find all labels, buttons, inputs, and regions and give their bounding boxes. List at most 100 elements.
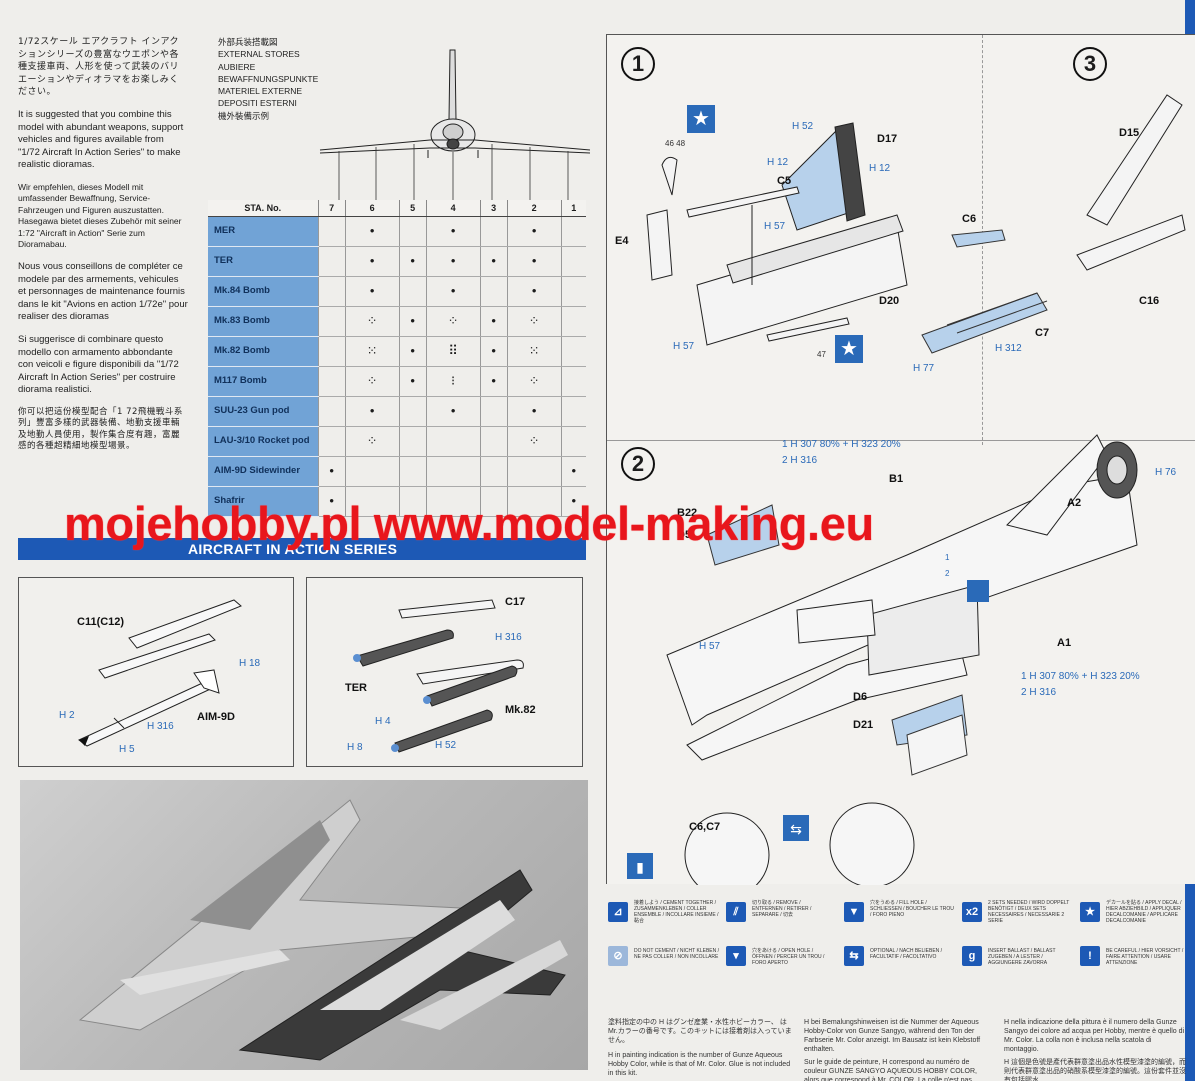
store-cell: [506, 456, 561, 487]
part-c16: C16: [1139, 295, 1160, 307]
store-name: TER: [208, 246, 318, 277]
store-cell: •: [425, 276, 480, 307]
paint-mix-1b: 2 H 316: [782, 455, 818, 466]
note-fr-text: Sur le guide de peinture, H correspond a…: [804, 1059, 977, 1081]
color-h12: H 12: [767, 157, 789, 168]
stores-row: Mk.83 Bomb⁘•⁘•⁘: [208, 306, 586, 337]
store-cell: [560, 426, 586, 457]
store-name: LAU-3/10 Rocket pod: [208, 426, 318, 457]
legend-optional: OPTIONAL / NACH BELIEBEN / FACULTATIF / …: [870, 948, 943, 960]
part-ter: TER: [345, 682, 367, 694]
step-1-number: 1: [621, 47, 655, 81]
store-cell: [560, 216, 586, 247]
stores-header-line: AUBIERE: [218, 61, 256, 72]
store-cell: •: [317, 486, 346, 517]
store-cell: [479, 456, 508, 487]
store-cell: •: [344, 396, 399, 427]
store-cell: ⁘: [344, 306, 399, 337]
stores-row: Mk.82 Bomb⁙•⠿•⁙: [208, 336, 586, 367]
careful-icon: !: [1080, 946, 1100, 966]
note-de-fr: H bei Bemalungshinweisen ist die Nummer …: [804, 1018, 994, 1081]
store-cell: •: [398, 366, 427, 397]
store-cell: •: [479, 366, 508, 397]
station-col: 1: [560, 200, 586, 217]
fill-hole-icon: ▼: [844, 902, 864, 922]
divider: [607, 440, 1195, 441]
store-cell: ⁘: [344, 366, 399, 397]
store-cell: [398, 426, 427, 457]
store-cell: [317, 426, 346, 457]
store-cell: [317, 396, 346, 427]
assembly-panel: 1 ★ ★: [606, 34, 1195, 885]
store-cell: ⁘: [506, 306, 561, 337]
intro-it: Si suggerisce di combinare questo modell…: [18, 333, 179, 396]
store-cell: ⠿: [425, 336, 480, 367]
aim9d-diagram: [78, 599, 242, 747]
decal-47: 47: [817, 350, 826, 359]
svg-text:▮: ▮: [636, 860, 644, 876]
station-col: 7: [317, 200, 346, 217]
part-aim9d: AIM-9D: [197, 711, 235, 723]
store-cell: ⁘: [506, 426, 561, 457]
store-name: Mk.84 Bomb: [208, 276, 318, 307]
step-1-diagram: ★ ★: [646, 94, 1186, 363]
stores-header-line: EXTERNAL STORES: [218, 49, 300, 60]
color-h52: H 52: [792, 121, 814, 132]
part-b1: B1: [889, 473, 904, 485]
legend-ballast: INSERT BALLAST / BALLAST ZUGEBEN / A LES…: [988, 948, 1056, 966]
part-a1: A1: [1057, 637, 1072, 649]
store-cell: •: [317, 456, 346, 487]
part-d5: D5: [677, 529, 692, 541]
svg-text:★: ★: [840, 336, 858, 360]
store-name: Mk.83 Bomb: [208, 306, 318, 337]
watermark-text: mojehobby.pl www.model-making.eu: [64, 497, 874, 550]
note-en-text: H in painting indication is the number o…: [608, 1052, 791, 1077]
store-cell: [317, 216, 346, 247]
store-cell: [317, 276, 346, 307]
stores-row: AIM-9D Sidewinder••: [208, 456, 586, 487]
store-cell: •: [506, 216, 561, 247]
store-cell: [560, 306, 586, 337]
part-b22: B22: [677, 507, 698, 519]
store-cell: [317, 246, 346, 277]
no-cement-icon: ⊘: [608, 946, 628, 966]
svg-text:⇆: ⇆: [790, 822, 802, 838]
store-cell: ⁝: [425, 366, 480, 397]
color-h52: H 52: [435, 740, 457, 751]
ter-diagram: [353, 599, 524, 753]
stores-header-line: 外部兵装搭載図: [218, 37, 278, 47]
stores-header-line: BEWAFFNUNGSPUNKTE: [218, 73, 319, 84]
note-jp: 塗料指定の中の H はグンゼ産業・水性ホビーカラー、 はMr.カラーの番号です。…: [608, 1018, 793, 1078]
store-cell: [479, 426, 508, 457]
store-cell: [344, 456, 399, 487]
stores-row: Shafrir••: [208, 486, 586, 517]
stores-header: 外部兵装搭載図 EXTERNAL STORES AUBIERE BEWAFFNU…: [218, 36, 338, 122]
store-cell: •: [479, 246, 508, 277]
legend-nocement: DO NOT CEMENT / NICHT KLEBEN / NE PAS CO…: [634, 948, 720, 960]
decal-46-48: 46 48: [665, 139, 686, 148]
store-name: SUU-23 Gun pod: [208, 396, 318, 427]
part-c5: C5: [777, 175, 792, 187]
legend-fill: 穴をうめる / FILL HOLE / SCHLIESSEN / BOUCHER…: [870, 900, 954, 918]
store-cell: •: [479, 336, 508, 367]
part-d21: D21: [853, 719, 874, 731]
stores-row: LAU-3/10 Rocket pod⁘⁘: [208, 426, 586, 457]
option-1: 1: [945, 553, 950, 562]
store-name: Shafrir: [208, 486, 318, 517]
legend-careful: BE CAREFUL / HIER VORSICHT / FAIRE ATTEN…: [1106, 948, 1184, 966]
part-d20: D20: [879, 295, 900, 307]
store-cell: [560, 336, 586, 367]
store-cell: [317, 366, 346, 397]
part-e4: E4: [615, 235, 629, 247]
intro-text: 1/72スケール エアクラフト インアクションシリーズの豊富なウエポンや各種支援…: [18, 36, 188, 463]
color-h18: H 18: [239, 658, 261, 669]
color-h316: H 316: [495, 632, 522, 643]
store-cell: [398, 486, 427, 517]
paint-mix-2b: 2 H 316: [1021, 687, 1057, 698]
ballast-icon: g: [962, 946, 982, 966]
store-cell: [317, 306, 346, 337]
store-cell: •: [479, 306, 508, 337]
store-cell: [560, 276, 586, 307]
store-cell: [506, 486, 561, 517]
